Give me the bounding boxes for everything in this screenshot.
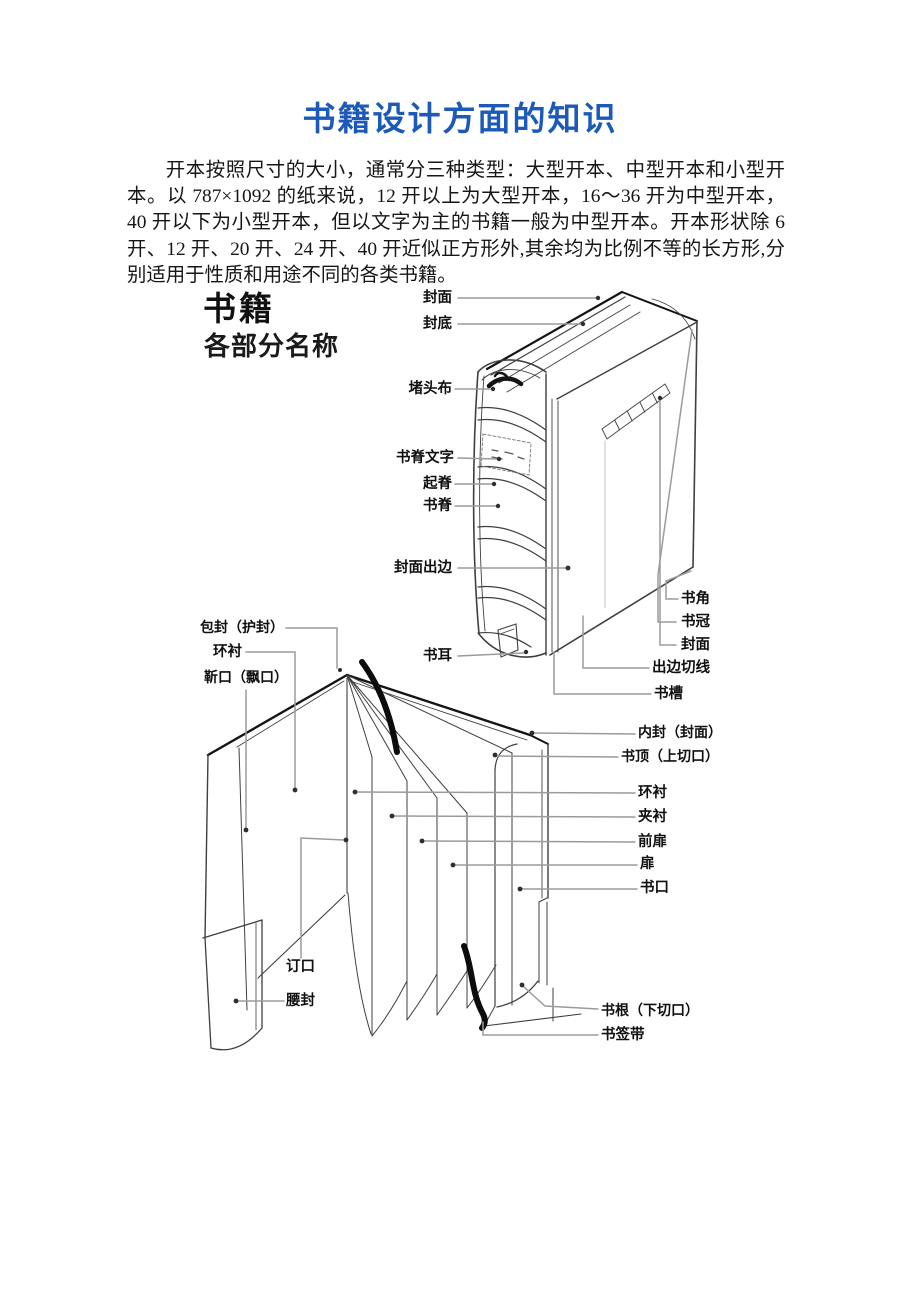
label-book-corner: 书角 xyxy=(681,591,710,607)
label-waist-band: 腰封 xyxy=(286,993,315,1009)
label-headband: 堵头布 xyxy=(408,381,453,397)
label-endpaper-left: 环衬 xyxy=(213,644,242,660)
label-flyleaf: 扉 xyxy=(640,856,655,872)
label-book-ear: 书耳 xyxy=(423,648,452,664)
label-cover-overhang: 封面出边 xyxy=(394,560,452,576)
label-raised-spine: 起脊 xyxy=(423,476,452,492)
label-head-edge: 书顶（上切口） xyxy=(621,748,719,764)
leader-dots xyxy=(233,295,663,1004)
label-tail-edge: 书根（下切口） xyxy=(601,1002,699,1018)
page-title: 书籍设计方面的知识 xyxy=(302,102,618,138)
intro-paragraph: 开本按照尺寸的大小，通常分三种类型：大型开本、中型开本和小型开本。以 787×1… xyxy=(127,160,785,286)
label-fore-edge: 书口 xyxy=(640,880,669,896)
upper-book-art xyxy=(472,290,698,658)
label-interleaf: 夹衬 xyxy=(638,809,667,825)
label-cover-back: 封底 xyxy=(423,316,452,332)
diagram-subheading: 各部分名称 xyxy=(204,332,340,361)
label-bookmark-ribbon: 书签带 xyxy=(601,1027,645,1043)
diagram-heading: 书籍 xyxy=(203,289,275,328)
label-inner-cover: 内封（封面） xyxy=(638,724,722,740)
label-jacket: 包封（护封） xyxy=(200,619,284,635)
label-spine: 书脊 xyxy=(423,498,452,514)
label-binding-edge: 订口 xyxy=(286,959,315,975)
label-cover-front: 封面 xyxy=(423,290,452,306)
lower-book-art xyxy=(202,659,582,1051)
label-endpaper-right: 环衬 xyxy=(638,785,667,801)
label-front-flyleaf: 前扉 xyxy=(638,834,667,850)
label-book-groove: 书槽 xyxy=(654,686,683,702)
label-cover-face: 封面 xyxy=(681,637,710,653)
label-spine-text: 书脊文字 xyxy=(396,450,454,466)
label-flap: 靳口（飘口） xyxy=(204,669,288,685)
label-trim-line: 出边切线 xyxy=(652,660,710,676)
leader-lines xyxy=(237,297,693,1036)
label-book-crown: 书冠 xyxy=(681,614,710,630)
